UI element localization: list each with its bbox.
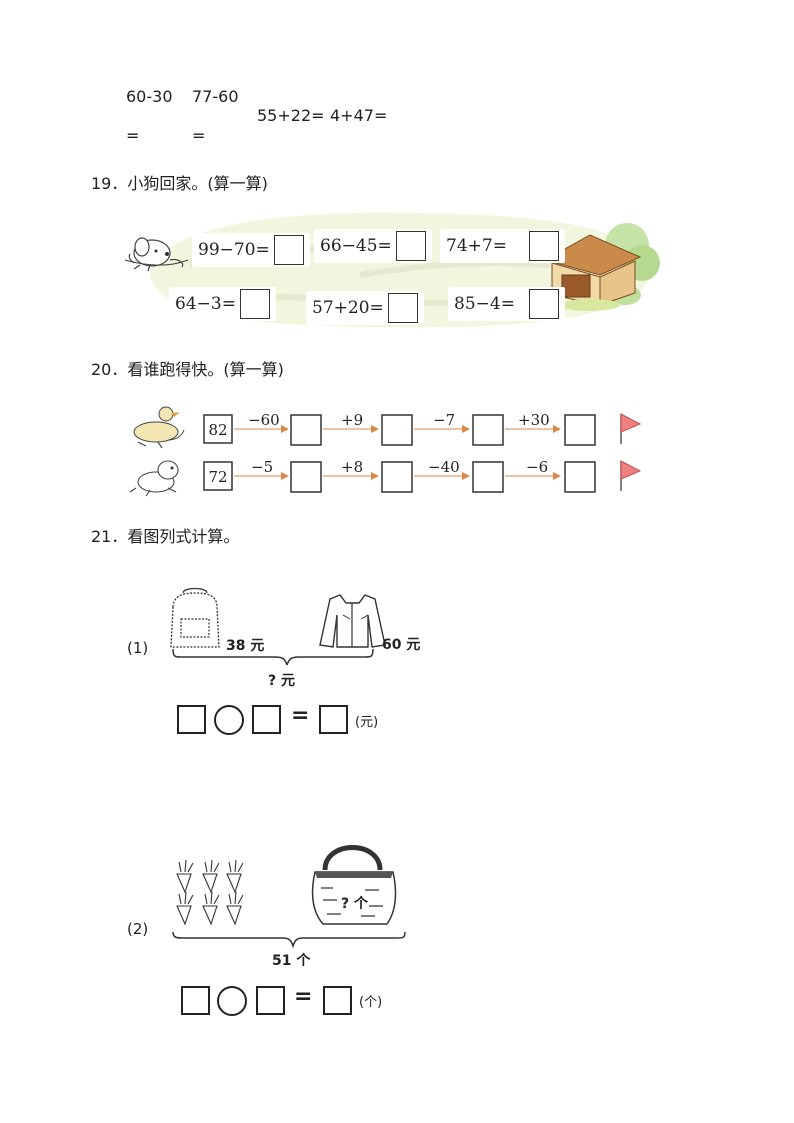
dog-op-4: −6 xyxy=(526,458,549,476)
duck-start-value: 82 xyxy=(208,421,228,439)
top-expr-1-equals: = xyxy=(126,126,140,145)
part-1-box-1[interactable] xyxy=(177,705,206,734)
part-2-operator-circle[interactable] xyxy=(217,986,247,1016)
duck-op-3: −7 xyxy=(433,411,456,429)
dog-equation-5: 57+20= xyxy=(306,291,424,325)
part-1-label: (1) xyxy=(127,639,149,657)
dog-equation-3-text: 74+7= xyxy=(446,236,507,256)
dog-race-answer-box-2 xyxy=(381,461,413,493)
dog-op-1: −5 xyxy=(251,458,274,476)
race-chains xyxy=(129,406,642,497)
dog-runner-icon xyxy=(129,460,179,497)
basket-icon xyxy=(311,845,397,925)
part-1-box-3[interactable] xyxy=(319,705,348,734)
flag-icon xyxy=(620,460,642,491)
dog-race-answer-box-3 xyxy=(472,461,504,493)
part-1-total: ? 元 xyxy=(268,673,295,689)
question-19-number: 19． xyxy=(91,174,128,193)
question-19-text: 小狗回家。(算一算) xyxy=(127,174,268,193)
duck-op-2: +9 xyxy=(341,411,364,429)
dog-equation-2: 66−45= xyxy=(314,229,432,263)
part-2-label: (2) xyxy=(127,920,149,938)
question-21-title: 21．看图列式计算。 xyxy=(91,523,239,547)
backpack-icon xyxy=(170,587,220,648)
duck-answer-box-1 xyxy=(290,414,322,446)
dog-answer-box-4[interactable] xyxy=(239,289,270,319)
dog-equation-6: 85−4= xyxy=(448,287,565,321)
duck-answer-box-4 xyxy=(564,414,596,446)
dog-equation-2-text: 66−45= xyxy=(320,236,392,256)
duck-icon xyxy=(133,406,185,449)
dog-op-2: +8 xyxy=(341,458,364,476)
question-20-number: 20． xyxy=(91,360,128,379)
part-2-box-2[interactable] xyxy=(256,986,285,1015)
top-expr-2: 77-60 xyxy=(192,87,239,106)
part-1-operator-circle[interactable] xyxy=(214,705,244,735)
dog-equation-6-text: 85−4= xyxy=(454,294,515,314)
duck-op-1: −60 xyxy=(248,411,280,429)
dog-equation-1: 99−70= xyxy=(192,233,310,267)
part-2-basket-text: ? 个 xyxy=(341,896,368,912)
duck-answer-box-2 xyxy=(381,414,413,446)
dog-op-3: −40 xyxy=(428,458,460,476)
duck-answer-box-3 xyxy=(472,414,504,446)
dog-answer-box-2[interactable] xyxy=(395,231,426,261)
dog-icon xyxy=(124,237,189,272)
part-2-total: 51 个 xyxy=(272,953,311,969)
question-19-title: 19．小狗回家。(算一算) xyxy=(91,170,268,194)
jacket-icon xyxy=(319,594,386,648)
dog-equation-3: 74+7= xyxy=(440,229,565,263)
question-20-text: 看谁跑得快。(算一算) xyxy=(127,360,284,379)
top-expr-1: 60-30 xyxy=(126,87,173,106)
part-2-box-3[interactable] xyxy=(323,986,352,1015)
part-2-unit: (个) xyxy=(359,995,383,1010)
carrot-icon xyxy=(176,859,244,926)
question-21-text: 看图列式计算。 xyxy=(127,527,240,546)
dog-equation-1-text: 99−70= xyxy=(198,240,270,260)
part-1-unit: (元) xyxy=(355,715,379,730)
dog-equation-4-text: 64−3= xyxy=(175,294,236,314)
top-expr-2-equals: = xyxy=(192,126,206,145)
part-2-picture xyxy=(172,845,406,949)
dog-answer-box-6[interactable] xyxy=(528,289,559,319)
part-1-picture xyxy=(170,587,386,665)
part-1-equals: = xyxy=(291,703,310,728)
dog-equation-4: 64−3= xyxy=(169,287,276,321)
dog-start-value: 72 xyxy=(208,468,228,486)
dog-equation-5-text: 57+20= xyxy=(312,298,384,318)
top-expr-3: 55+22= xyxy=(257,106,325,125)
question-20-title: 20．看谁跑得快。(算一算) xyxy=(91,356,284,380)
dog-answer-box-1[interactable] xyxy=(273,235,304,265)
dog-answer-box-5[interactable] xyxy=(387,293,418,323)
part-1-price-2: 60 元 xyxy=(382,637,421,653)
part-2-equals: = xyxy=(294,984,313,1009)
flag-icon xyxy=(620,413,642,444)
part-1-price-1: 38 元 xyxy=(226,638,265,654)
dog-race-answer-box-1 xyxy=(290,461,322,493)
dog-answer-box-3[interactable] xyxy=(528,231,559,261)
duck-op-4: +30 xyxy=(518,411,550,429)
question-21-number: 21． xyxy=(91,527,128,546)
part-2-box-1[interactable] xyxy=(181,986,210,1015)
top-expr-4: 4+47= xyxy=(330,106,388,125)
dog-race-answer-box-4 xyxy=(564,461,596,493)
part-1-box-2[interactable] xyxy=(252,705,281,734)
